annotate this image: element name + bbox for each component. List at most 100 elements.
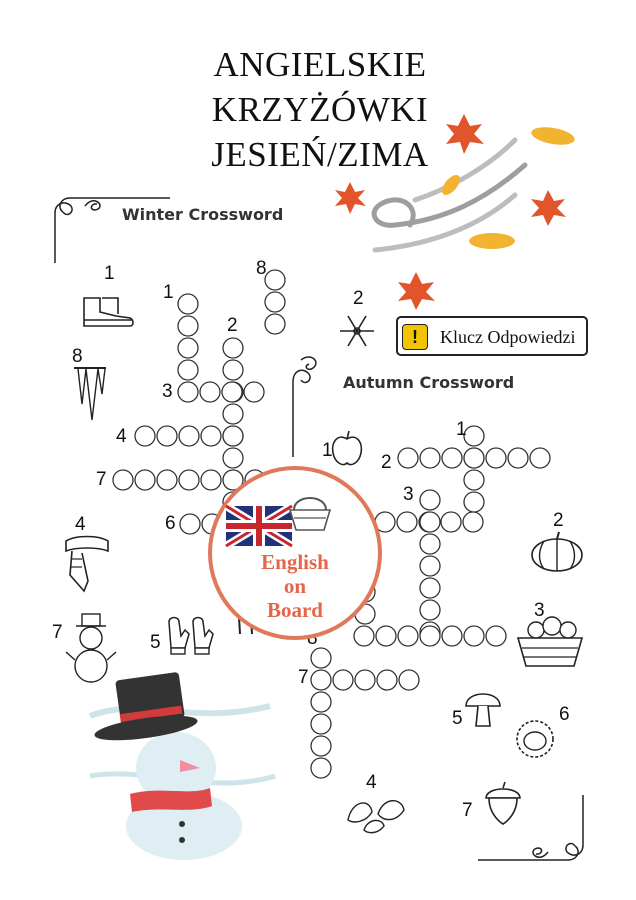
autumn-grid-cell[interactable] <box>529 447 551 469</box>
winter-grid-cell[interactable] <box>221 381 243 403</box>
autumn-clue-number: 5 <box>452 708 463 729</box>
leaf-icon <box>398 272 435 310</box>
winter-grid-cell[interactable] <box>134 425 156 447</box>
winter-grid-cell[interactable] <box>177 315 199 337</box>
corner-ornament <box>478 795 584 861</box>
winter-grid-cell[interactable] <box>177 293 199 315</box>
autumn-grid-cell[interactable] <box>419 599 441 621</box>
pumpkin-icon <box>531 531 583 572</box>
acorn-icon <box>485 781 521 825</box>
autumn-grid-cell[interactable] <box>462 511 484 533</box>
autumn-grid-cell[interactable] <box>507 447 529 469</box>
title-line-3: JESIEŃ/ZIMA <box>211 135 429 174</box>
winter-grid-cell[interactable] <box>177 337 199 359</box>
winter-grid-cell[interactable] <box>112 469 134 491</box>
winter-grid-cell[interactable] <box>222 403 244 425</box>
winter-grid-cell[interactable] <box>264 269 286 291</box>
winter-grid-cell[interactable] <box>177 381 199 403</box>
winter-clue-number: 8 <box>256 258 267 279</box>
autumn-grid-cell[interactable] <box>310 669 332 691</box>
leaf-icon <box>335 182 366 214</box>
autumn-grid-cell[interactable] <box>376 669 398 691</box>
autumn-grid-cell[interactable] <box>419 577 441 599</box>
corner-ornament <box>292 356 317 457</box>
autumn-grid-cell[interactable] <box>441 625 463 647</box>
autumn-grid-cell[interactable] <box>310 735 332 757</box>
autumn-grid-cell[interactable] <box>419 555 441 577</box>
winter-grid-cell[interactable] <box>264 291 286 313</box>
autumn-grid-cell[interactable] <box>419 533 441 555</box>
autumn-grid-cell[interactable] <box>397 447 419 469</box>
wind-swirl-decoration <box>371 137 528 253</box>
title-line-1: ANGIELSKIE <box>213 45 427 84</box>
autumn-grid-cell[interactable] <box>485 447 507 469</box>
autumn-grid-cell[interactable] <box>463 425 485 447</box>
autumn-grid-cell[interactable] <box>419 489 441 511</box>
autumn-grid-cell[interactable] <box>398 669 420 691</box>
english-on-board-logo: English on Board <box>208 466 382 640</box>
winter-grid-cell[interactable] <box>222 337 244 359</box>
uk-flag-icon <box>223 502 295 550</box>
autumn-grid-cell[interactable] <box>310 757 332 779</box>
snowflake-icon <box>340 315 374 347</box>
winter-clue-number: 8 <box>72 346 83 367</box>
winter-grid-cell[interactable] <box>179 513 201 535</box>
autumn-grid-cell[interactable] <box>463 447 485 469</box>
picnic-basket-icon <box>288 497 332 531</box>
autumn-grid-cell[interactable] <box>419 625 441 647</box>
winter-clue-number: 2 <box>353 288 364 309</box>
winter-grid-cell[interactable] <box>178 469 200 491</box>
autumn-grid-cell[interactable] <box>440 511 462 533</box>
autumn-clue-number: 3 <box>534 600 545 621</box>
winter-grid-cell[interactable] <box>243 381 265 403</box>
autumn-clue-number: 1 <box>322 440 333 461</box>
gloves-icon <box>168 616 214 655</box>
winter-grid-cell[interactable] <box>199 381 221 403</box>
winter-grid-cell[interactable] <box>264 313 286 335</box>
logo-text-on: on <box>283 574 307 598</box>
winter-grid-cell[interactable] <box>177 359 199 381</box>
winter-clue-number: 2 <box>227 315 238 336</box>
autumn-clue-number: 3 <box>403 484 414 505</box>
autumn-grid-cell[interactable] <box>463 469 485 491</box>
mushroom-icon <box>465 693 501 727</box>
winter-grid-cell[interactable] <box>222 425 244 447</box>
winter-grid-cell[interactable] <box>134 469 156 491</box>
autumn-grid-cell[interactable] <box>396 511 418 533</box>
winter-crossword-title: Winter Crossword <box>122 205 284 224</box>
winter-grid-cell[interactable] <box>200 469 222 491</box>
autumn-crossword-title: Autumn Crossword <box>343 373 515 392</box>
winter-clue-number: 1 <box>163 282 174 303</box>
winter-grid-cell[interactable] <box>222 359 244 381</box>
autumn-grid-cell[interactable] <box>332 669 354 691</box>
scarf-icon <box>65 535 109 593</box>
winter-grid-cell[interactable] <box>156 469 178 491</box>
corner-ornament <box>54 197 170 263</box>
autumn-clue-number: 2 <box>381 452 392 473</box>
autumn-grid-cell[interactable] <box>441 447 463 469</box>
winter-grid-cell[interactable] <box>156 425 178 447</box>
autumn-grid-cell[interactable] <box>353 625 375 647</box>
logo-text-english: English <box>261 550 329 574</box>
answer-key-button[interactable]: ! Klucz Odpowiedzi <box>396 316 588 356</box>
winter-grid-cell[interactable] <box>222 447 244 469</box>
title-line-2: KRZYŻÓWKI <box>211 90 429 129</box>
autumn-grid-cell[interactable] <box>419 447 441 469</box>
autumn-grid-cell[interactable] <box>310 647 332 669</box>
autumn-grid-cell[interactable] <box>419 511 441 533</box>
autumn-grid-cell[interactable] <box>310 713 332 735</box>
winter-grid-cell[interactable] <box>178 425 200 447</box>
icicle-icon <box>74 367 106 421</box>
winter-grid-cell[interactable] <box>200 425 222 447</box>
autumn-grid-cell[interactable] <box>397 625 419 647</box>
winter-clue-number: 4 <box>75 514 86 535</box>
harvest-basket-icon <box>516 616 584 667</box>
snowman-illustration <box>88 672 276 860</box>
winter-clue-number: 7 <box>96 469 107 490</box>
autumn-grid-cell[interactable] <box>463 625 485 647</box>
autumn-grid-cell[interactable] <box>463 491 485 513</box>
autumn-grid-cell[interactable] <box>310 691 332 713</box>
autumn-grid-cell[interactable] <box>485 625 507 647</box>
autumn-grid-cell[interactable] <box>375 625 397 647</box>
autumn-grid-cell[interactable] <box>354 669 376 691</box>
